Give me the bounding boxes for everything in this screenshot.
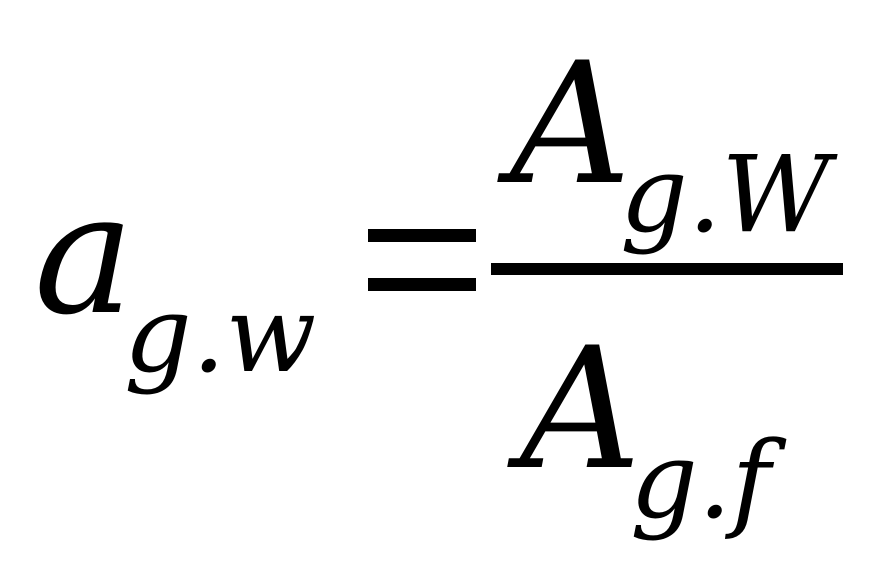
lhs-symbol: a xyxy=(34,156,135,352)
denominator-subscript: g.f xyxy=(630,419,771,542)
lhs-subscript: g.w xyxy=(124,273,317,396)
denominator-symbol: A xyxy=(520,311,642,507)
equals-top-bar xyxy=(368,229,476,242)
equals-bottom-bar xyxy=(368,278,476,291)
numerator-symbol: A xyxy=(510,26,632,222)
fraction-bar xyxy=(491,263,843,275)
equals-sign xyxy=(368,229,476,291)
numerator-subscript: g.W xyxy=(620,133,831,256)
